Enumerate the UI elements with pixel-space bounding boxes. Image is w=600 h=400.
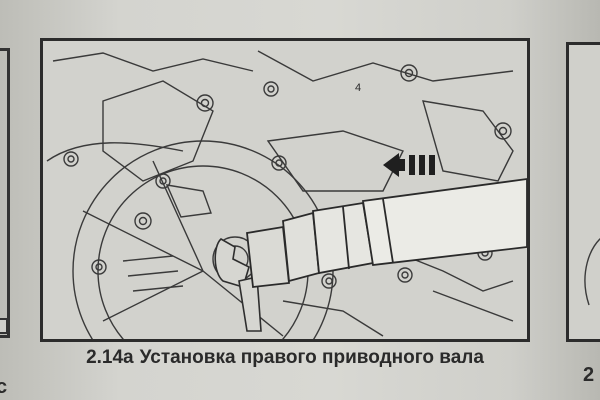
casting-rib-left: [102, 80, 214, 182]
lower-plate: [282, 300, 384, 337]
direction-arrow-icon: [383, 153, 435, 177]
left-page-figure-edge: [0, 48, 10, 338]
next-figure-number-fragment: 2: [583, 364, 595, 386]
housing-curve-left: [46, 142, 184, 162]
casting-rib-right: [422, 100, 514, 182]
figure-caption-text: Установка правого приводного вала: [139, 347, 484, 368]
casting-rib-center: [266, 130, 404, 192]
drive-shaft: [246, 178, 527, 288]
figure-number: 2.14а: [86, 347, 134, 368]
spoke: [82, 210, 204, 272]
spoke: [152, 160, 204, 272]
spoke: [102, 270, 204, 322]
technical-drawing: 4: [46, 50, 527, 339]
callout-number: 4: [355, 82, 361, 94]
next-figure-frame-edge: [566, 42, 600, 342]
left-page-marker: [0, 318, 8, 334]
bracket: [165, 184, 212, 218]
left-page-text-fragment: с: [0, 376, 8, 398]
wrench-tool: [214, 238, 262, 332]
linkage-rod: [432, 290, 514, 322]
housing-outline-right: [257, 50, 514, 82]
housing-outline-top: [52, 52, 254, 72]
next-figure-line: [584, 237, 600, 306]
figure-frame: 4: [40, 38, 530, 342]
hatching: [122, 255, 184, 292]
